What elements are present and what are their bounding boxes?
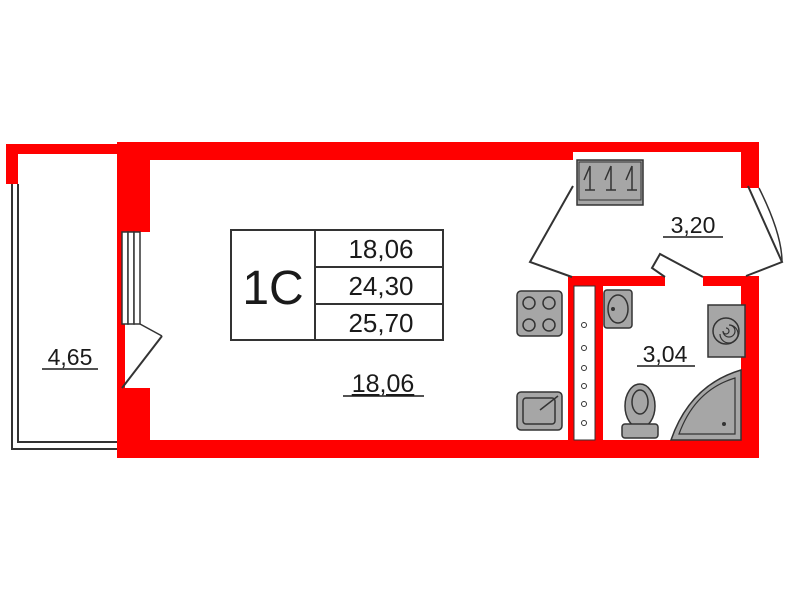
kitchen-sink-icon <box>516 391 563 431</box>
shower-cabin-icon <box>669 368 742 441</box>
wall-top-living <box>117 142 573 160</box>
balcony-railing-outer <box>11 184 124 450</box>
wall-hall-bottom-right <box>703 276 759 286</box>
living-window <box>121 231 141 325</box>
wall-partition-right <box>595 276 603 458</box>
legend-frame <box>230 229 444 341</box>
wall-right-upper <box>741 142 759 188</box>
bathroom-area: 3,04 <box>643 341 688 367</box>
wardrobe-icon <box>576 159 644 206</box>
wall-left-upper <box>117 142 150 232</box>
balcony-corner-post <box>6 144 18 184</box>
apartment-type-label: 1C <box>242 262 303 315</box>
total-area-value: 24,30 <box>348 271 413 301</box>
wall-bottom <box>117 440 759 458</box>
wall-hall-bottom-left <box>568 276 665 286</box>
wall-top-hall <box>573 142 759 152</box>
toilet-icon <box>621 383 659 439</box>
living-room-area: 18,06 <box>352 370 415 398</box>
stove-icon <box>516 290 563 337</box>
washbasin-icon <box>603 289 633 329</box>
balcony-door <box>121 323 163 389</box>
wall-left-window-sill <box>117 232 125 388</box>
balcony-top-wall <box>6 144 124 154</box>
hall-area: 3,20 <box>671 212 716 238</box>
wall-partition-left <box>568 276 574 458</box>
living-area-value: 18,06 <box>348 234 413 264</box>
wall-right-lower <box>741 276 759 458</box>
total-area-with-balcony-value: 25,70 <box>348 308 413 338</box>
bathroom-door <box>650 252 704 278</box>
area-legend: 1C 18,06 24,30 25,70 <box>230 229 444 341</box>
ventilation-shaft <box>573 285 596 441</box>
balcony-area: 4,65 <box>48 344 93 370</box>
washing-machine-icon <box>707 304 746 358</box>
balcony <box>6 144 124 450</box>
entrance-door <box>528 185 784 278</box>
balcony-railing-inner <box>17 184 124 443</box>
